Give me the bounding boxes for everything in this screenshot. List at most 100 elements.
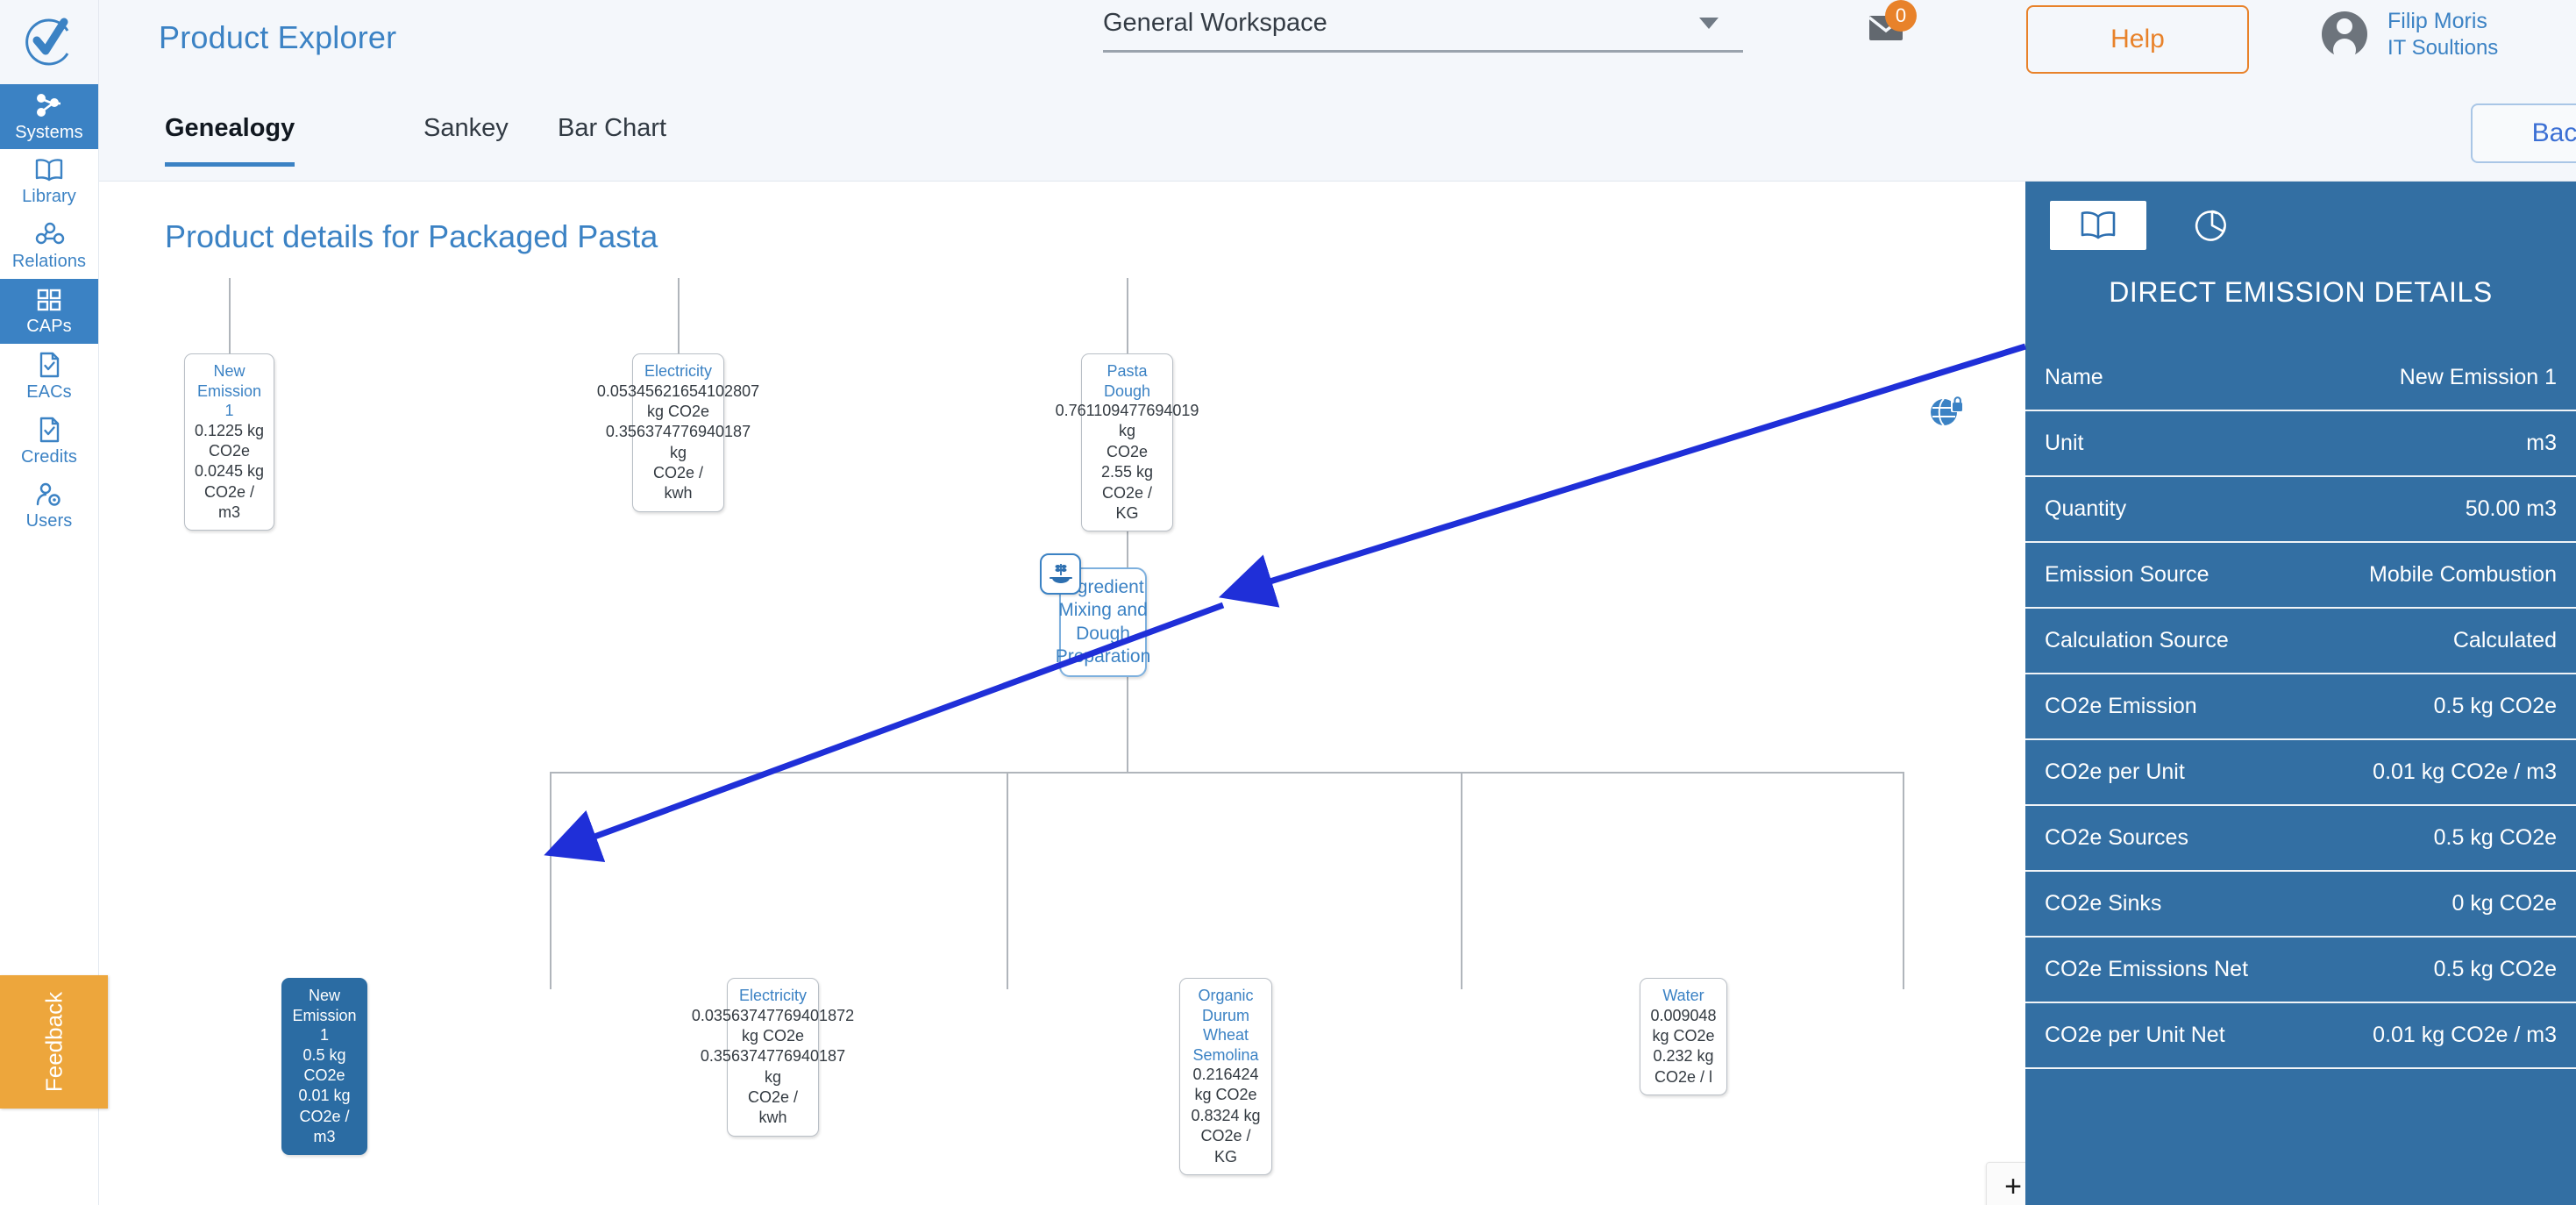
node-value: kg CO2e	[741, 1026, 805, 1045]
sidebar-item-label: CAPs	[26, 316, 72, 336]
chevron-down-icon	[1699, 18, 1719, 29]
sidebar-item-label: Systems	[15, 122, 83, 142]
detail-value: 0.5 kg CO2e	[2433, 694, 2557, 718]
detail-value: 0 kg CO2e	[2451, 891, 2557, 916]
top-bar: Product Explorer General Workspace 0 Hel…	[99, 0, 2576, 84]
wheat-bowl-icon-wrapper	[1040, 553, 1081, 595]
node-value: 0.5 kg CO2e	[302, 1045, 346, 1084]
node-value: 0.1225 kg CO2e	[194, 421, 265, 460]
canvas-title: Product details for Packaged Pasta	[165, 218, 658, 254]
left-nav-rail: Systems Library Relations	[0, 0, 108, 1205]
tree-node-new-emission-1-top[interactable]: New Emission 1 0.1225 kg CO2e 0.0245 kg …	[184, 353, 274, 531]
node-title: Organic Durum Wheat Semolina	[1192, 987, 1259, 1064]
detail-value: 0.5 kg CO2e	[2433, 825, 2557, 850]
workspace-value: General Workspace	[1103, 9, 1327, 37]
workspace-select[interactable]: General Workspace	[1103, 9, 1743, 53]
tree-node-water[interactable]: Water 0.009048 kg CO2e 0.232 kg CO2e / l	[1640, 978, 1727, 1096]
detail-key: Emission Source	[2045, 562, 2210, 587]
node-value: 0.0245 kg CO2e / m3	[194, 462, 265, 522]
tab-genealogy[interactable]: Genealogy	[165, 114, 295, 167]
node-value: 0.761109477694019 kg	[1055, 402, 1199, 440]
node-value: kg CO2e	[646, 402, 710, 420]
user-avatar-icon	[2322, 11, 2367, 61]
feedback-label: Feedback	[40, 991, 67, 1093]
node-value: CO2e	[1106, 442, 1149, 460]
mail-button[interactable]: 0	[1866, 0, 1917, 50]
tab-sankey[interactable]: Sankey	[423, 114, 509, 142]
node-value: 0.356374776940187 kg	[700, 1047, 846, 1086]
edge-horizontal	[550, 772, 1904, 774]
four-squares-icon	[37, 289, 61, 310]
detail-row-quantity: Quantity 50.00 m3	[2025, 477, 2576, 543]
edge-vertical	[1461, 772, 1462, 989]
node-value: 0.8324 kg CO2e / KG	[1191, 1106, 1261, 1166]
detail-key: Quantity	[2045, 496, 2127, 521]
node-value: CO2e / kwh	[652, 464, 704, 503]
node-value: 0.01 kg CO2e / m3	[298, 1087, 351, 1146]
tree-node-electricity-bottom[interactable]: Electricity 0.03563747769401872 kg CO2e …	[692, 978, 854, 1137]
detail-value: m3	[2526, 431, 2557, 455]
zoom-in-button[interactable]: +	[1987, 1163, 2039, 1205]
sidebar-item-eacs[interactable]: EACs	[0, 344, 98, 409]
feedback-tab[interactable]: Feedback	[0, 975, 108, 1109]
detail-row-co2e-per-unit: CO2e per Unit 0.01 kg CO2e / m3	[2025, 740, 2576, 806]
globe-lock-icon	[1931, 396, 1964, 426]
tab-bar-chart[interactable]: Bar Chart	[558, 114, 667, 142]
detail-value: New Emission 1	[2399, 365, 2557, 389]
back-label: Back	[2531, 118, 2576, 147]
user-org: IT Soultions	[2387, 35, 2499, 60]
check-circle-logo-icon	[25, 18, 69, 66]
node-value: CO2e / kwh	[747, 1088, 799, 1127]
detail-value: 0.01 kg CO2e / m3	[2373, 759, 2557, 784]
sidebar-item-credits[interactable]: Credits	[0, 409, 98, 474]
detail-row-co2e-per-unit-net: CO2e per Unit Net 0.01 kg CO2e / m3	[2025, 1003, 2576, 1069]
app-logo[interactable]	[0, 0, 98, 84]
tree-node-organic-durum-wheat-semolina[interactable]: Organic Durum Wheat Semolina 0.216424 kg…	[1179, 978, 1272, 1175]
tree-node-electricity-top[interactable]: Electricity 0.05345621654102807 kg CO2e …	[597, 353, 759, 512]
sidebar-item-relations[interactable]: Relations	[0, 214, 98, 279]
back-button[interactable]: Back	[2471, 103, 2576, 163]
edge-vertical	[229, 278, 231, 355]
node-title: Water	[1662, 987, 1704, 1004]
document-check-icon	[39, 417, 60, 442]
detail-key: Unit	[2045, 431, 2084, 455]
sidebar-item-caps[interactable]: CAPs	[0, 279, 98, 344]
sidebar-item-users[interactable]: Users	[0, 474, 98, 538]
workspace-underline	[1103, 50, 1743, 53]
user-gear-icon	[36, 482, 60, 506]
detail-value: 0.5 kg CO2e	[2433, 957, 2557, 981]
node-value: 0.03563747769401872	[691, 1006, 855, 1024]
user-name: Filip Moris	[2387, 8, 2487, 33]
detail-value: Calculated	[2452, 628, 2557, 652]
detail-value: 0.01 kg CO2e / m3	[2373, 1023, 2557, 1047]
detail-key: Calculation Source	[2045, 628, 2229, 652]
sidebar-item-library[interactable]: Library	[0, 149, 98, 214]
node-title: Pasta Dough	[1103, 362, 1151, 400]
sidebar-item-label: Credits	[20, 446, 78, 467]
node-value: 2.55 kg CO2e / KG	[1100, 463, 1154, 522]
edge-vertical	[550, 772, 551, 989]
view-tabs: Genealogy Sankey Bar Chart Back	[99, 84, 2576, 182]
globe-lock-icon[interactable]	[1927, 394, 1966, 435]
detail-row-co2e-emission: CO2e Emission 0.5 kg CO2e	[2025, 674, 2576, 740]
edge-vertical	[1127, 278, 1128, 355]
detail-row-co2e-sinks: CO2e Sinks 0 kg CO2e	[2025, 872, 2576, 938]
details-panel-heading: DIRECT EMISSION DETAILS	[2109, 276, 2493, 308]
user-menu[interactable]: Filip Moris IT Soultions	[2317, 7, 2498, 61]
tree-node-pasta-dough[interactable]: Pasta Dough 0.761109477694019 kg CO2e 2.…	[1056, 353, 1199, 532]
sidebar-item-systems[interactable]: Systems	[0, 84, 98, 149]
detail-key: CO2e per Unit Net	[2045, 1023, 2225, 1047]
details-panel: DIRECT EMISSION DETAILS Name New Emissio…	[2025, 182, 2576, 1205]
details-tab-chart[interactable]	[2164, 201, 2260, 250]
tree-node-new-emission-1-focus[interactable]: New Emission 1 0.5 kg CO2e 0.01 kg CO2e …	[281, 978, 367, 1156]
node-value: 0.05345621654102807	[596, 381, 760, 400]
node-value: 0.216424 kg CO2e	[1192, 1066, 1259, 1104]
tree-node-process-ingredient-mixing[interactable]: Ingredient Mixing and Dough Preparation	[1040, 553, 1150, 677]
open-book-icon	[35, 158, 63, 181]
node-value: 0.356374776940187 kg	[605, 423, 751, 461]
help-button[interactable]: Help	[2026, 5, 2249, 74]
details-tab-book[interactable]	[2050, 201, 2146, 250]
sidebar-item-label: Users	[25, 510, 73, 531]
detail-key: CO2e per Unit	[2045, 759, 2185, 784]
open-book-icon	[2081, 211, 2116, 239]
